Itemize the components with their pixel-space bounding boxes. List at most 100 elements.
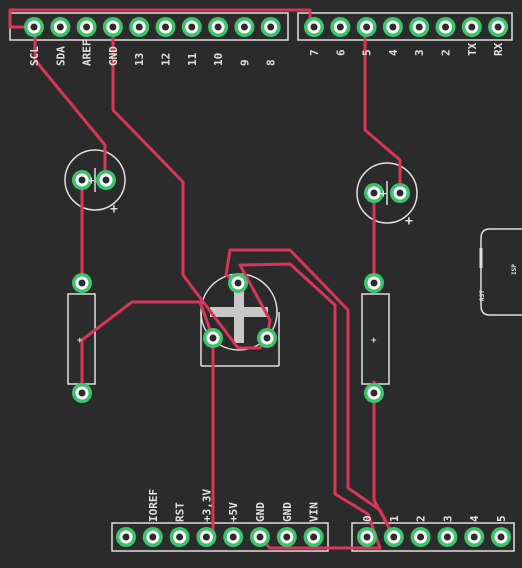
trace-layer — [8, 8, 402, 550]
header-bottom-left-label: +3,3V — [200, 489, 213, 522]
header-top-left-label: SCL — [28, 46, 41, 66]
header-bottom-left-pin — [250, 527, 270, 547]
header-bottom-right-pin — [491, 527, 511, 547]
regulator-pad-left — [203, 328, 223, 348]
capacitor-left-pad-negative — [72, 170, 92, 190]
header-bottom-left-label: GND — [281, 502, 294, 522]
header-top-left-label: 12 — [160, 53, 173, 66]
header-top-left-pin — [102, 17, 123, 37]
trace-10-to-cap — [33, 25, 107, 182]
header-bottom-left-label: VIN — [308, 502, 321, 522]
header-bottom-left-label: +5V — [227, 502, 240, 522]
header-bottom-right-outline — [351, 522, 515, 552]
header-bottom-left-pin — [116, 527, 136, 547]
header-top-right-label: RX — [492, 42, 505, 56]
resistor-right-pad-bottom — [364, 383, 384, 403]
header-bottom-left-outline — [111, 522, 329, 552]
header-bottom-left-pin — [303, 527, 324, 547]
regulator-pad-top — [228, 273, 248, 293]
header-bottom-right-label: 1 — [388, 515, 401, 522]
capacitor-left-outline — [64, 149, 126, 211]
header-top-left-label: 10 — [212, 53, 225, 66]
header-top-right-label: 4 — [387, 49, 400, 56]
header-bottom-right-label: 4 — [468, 515, 481, 522]
regulator-cross — [210, 285, 268, 343]
header-bottom-right-pin — [383, 527, 404, 547]
header-top-right-pin — [488, 17, 509, 37]
header-bottom-right-label: 2 — [415, 515, 428, 522]
header-top-left-pin — [260, 17, 281, 37]
resistor-right-pad-top — [364, 273, 384, 293]
header-bottom-left-label: RST — [174, 502, 187, 522]
header-top-left-label: 11 — [186, 52, 199, 66]
side-connector-isp-label: ISP — [511, 264, 518, 275]
trace-gnd-to-regulator — [111, 25, 269, 350]
header-bottom-left-pin — [142, 527, 163, 547]
capacitor-right-pad-positive — [390, 183, 410, 203]
header-bottom-right-pin — [357, 527, 377, 547]
header-top-right-pin — [435, 17, 456, 37]
header-top-left-pin — [50, 17, 71, 37]
header-top-right-label: 6 — [334, 49, 347, 56]
header-top-left-label: 13 — [133, 53, 146, 66]
header-top-left-pin — [208, 17, 229, 37]
trace-regulator-loop-outer — [224, 248, 396, 539]
trace-res-left-to-regulator — [80, 300, 215, 384]
header-top-right-pin — [356, 17, 377, 37]
header-top-left-label: 8 — [265, 59, 278, 66]
header-top-left-pin — [234, 17, 255, 37]
header-top-right-pin — [304, 17, 324, 37]
capacitor-left-pad-positive — [96, 170, 116, 190]
side-connector-rst-label: RST — [479, 290, 486, 301]
header-top-left-pin — [155, 17, 176, 37]
header-bottom-right-label: 5 — [495, 515, 508, 522]
header-top-right-outline — [297, 12, 513, 41]
capacitor-right-pad-negative — [364, 183, 384, 203]
header-top-left-label: GND — [107, 46, 120, 66]
header-bottom-right-pin — [437, 527, 458, 547]
header-top-left-label: SDA — [54, 46, 67, 66]
header-top-right-pin — [461, 17, 482, 37]
capacitor-right-outline — [356, 162, 418, 224]
header-top-left-label: AREF — [81, 40, 94, 67]
cap-right-plus-inner: + — [380, 187, 387, 200]
header-top-left-pin — [181, 17, 202, 37]
header-bottom-right-label: 3 — [441, 515, 454, 522]
cap-left-plus-inner: + — [88, 174, 95, 187]
header-bottom-left-pin — [196, 527, 217, 547]
cap-left-plus: + — [110, 202, 118, 217]
resistor-left-pad-bottom — [72, 383, 92, 403]
header-bottom-left-pin — [169, 527, 190, 547]
header-top-left-pin — [24, 17, 44, 37]
header-top-right-pin — [409, 17, 430, 37]
header-top-left-label: 9 — [238, 59, 251, 66]
trace-scl-to-cap-left — [8, 8, 312, 29]
header-bottom-left-pin — [223, 527, 244, 547]
side-connector-outline — [480, 228, 522, 316]
header-bottom-right-label: 0 — [361, 515, 374, 522]
pad-layer — [24, 17, 511, 547]
resistor-left-pad-top — [72, 273, 92, 293]
header-bottom-left-label: IOREF — [147, 489, 160, 522]
header-top-right-label: TX — [466, 42, 479, 56]
regulator-pad-right — [257, 328, 277, 348]
header-top-right-label: 5 — [361, 49, 374, 56]
header-top-right-pin — [382, 17, 403, 37]
trace-regulator-loop-inner — [238, 262, 382, 550]
header-bottom-left-pin — [276, 527, 297, 547]
header-bottom-right-pin — [410, 527, 431, 547]
header-top-right-label: 7 — [308, 49, 321, 56]
header-top-right-label: 2 — [440, 49, 453, 56]
header-top-right-pin — [330, 17, 351, 37]
header-top-left-pin — [76, 17, 97, 37]
header-bottom-left-label: GND — [254, 502, 267, 522]
resistor-left-mark: + — [77, 336, 83, 346]
header-bottom-right-pin — [464, 527, 485, 547]
header-top-left-pin — [129, 17, 150, 37]
header-top-right-label: 3 — [413, 49, 426, 56]
trace-5-to-cap-right — [363, 25, 402, 195]
resistor-right-mark: + — [371, 336, 377, 346]
cap-right-plus: + — [405, 214, 413, 229]
